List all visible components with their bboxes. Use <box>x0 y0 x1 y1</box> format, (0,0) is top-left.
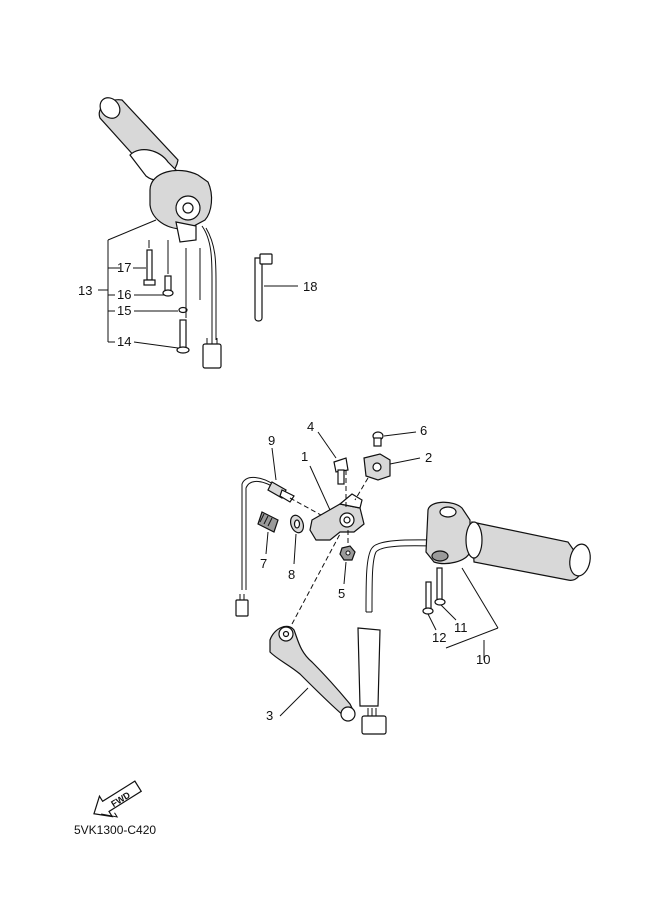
adjuster-7 <box>257 511 279 555</box>
callout-1: 1 <box>301 449 308 464</box>
callout-15: 15 <box>117 303 131 318</box>
right-handlebar-switch <box>357 501 591 735</box>
callout-7: 7 <box>260 556 267 571</box>
screw-12 <box>422 581 437 631</box>
left-switch-connector <box>202 343 222 369</box>
callout-14: 14 <box>117 334 131 349</box>
bracket-2 <box>363 453 421 481</box>
callout-13: 13 <box>78 283 92 298</box>
cable-tie-18 <box>254 253 298 322</box>
callout-5: 5 <box>338 586 345 601</box>
callout-3: 3 <box>266 708 273 723</box>
locknut-8 <box>289 514 305 565</box>
callout-17: 17 <box>117 260 131 275</box>
clutch-lever-3 <box>269 533 356 722</box>
right-switch-connector <box>361 715 387 735</box>
callout-4: 4 <box>307 419 314 434</box>
lever-holder-1 <box>309 465 369 546</box>
callout-10: 10 <box>476 652 490 667</box>
washer-15 <box>178 306 188 314</box>
callout-12: 12 <box>432 630 446 645</box>
left-handlebar-switch-assembly <box>98 97 222 369</box>
screw-14 <box>176 319 190 354</box>
right-grip <box>471 521 583 581</box>
screw-17 <box>143 249 156 286</box>
callout-9: 9 <box>268 433 275 448</box>
screw-16 <box>162 275 174 297</box>
callout-18: 18 <box>303 279 317 294</box>
callout-16: 16 <box>117 287 131 302</box>
fwd-arrow-icon: FWD <box>93 780 143 818</box>
bolt-4 <box>317 431 349 485</box>
screw-6 <box>372 431 417 447</box>
nut-5 <box>339 545 356 585</box>
screw-11 <box>434 567 457 621</box>
callout-8: 8 <box>288 567 295 582</box>
callout-2: 2 <box>425 450 432 465</box>
callout-13-bracket <box>98 219 179 349</box>
clutch-switch-9 <box>235 447 331 617</box>
callout-10-bracket <box>445 567 499 660</box>
callout-11: 11 <box>454 620 468 635</box>
diagram-code: 5VK1300-C420 <box>74 823 156 837</box>
callout-6: 6 <box>420 423 427 438</box>
